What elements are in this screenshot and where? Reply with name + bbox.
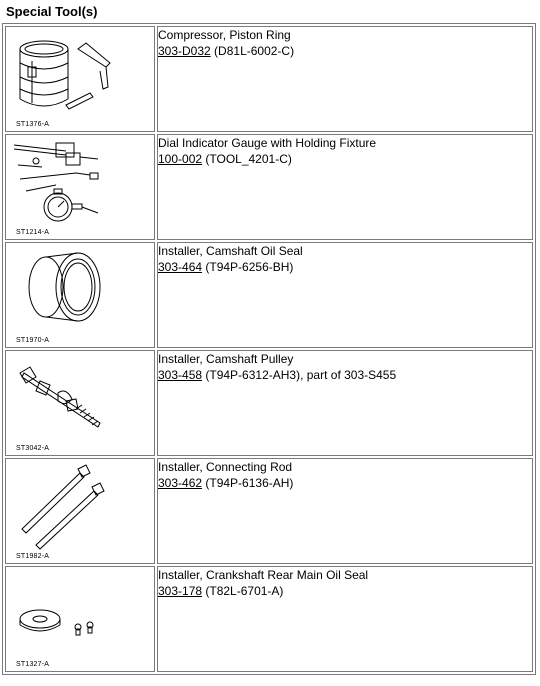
tool-description-cell: Installer, Connecting Rod 303-462 (T94P-… bbox=[157, 458, 533, 564]
tool-caption: ST1982-A bbox=[16, 553, 50, 560]
tool-illustration-cell: ST1327-A bbox=[5, 566, 155, 672]
tool-code-link[interactable]: 303-462 bbox=[158, 476, 203, 490]
tool-description-cell: Dial Indicator Gauge with Holding Fixtur… bbox=[157, 134, 533, 240]
tool-caption: ST3042-A bbox=[16, 445, 50, 452]
piston-ring-compressor-icon bbox=[19, 40, 111, 110]
table-row: ST1214-A Dial Indicator Gauge with Holdi… bbox=[5, 134, 533, 240]
page-title: Special Tool(s) bbox=[6, 4, 98, 19]
table-row: ST1982-A Installer, Connecting Rod 303-4… bbox=[5, 458, 533, 564]
table-row: ST1970-A Installer, Camshaft Oil Seal 30… bbox=[5, 242, 533, 348]
tool-name: Installer, Camshaft Oil Seal bbox=[158, 244, 303, 258]
tool-reference: (D81L-6002-C) bbox=[210, 44, 295, 58]
tool-illustration-cell: ST3042-A bbox=[5, 350, 155, 456]
tool-name: Dial Indicator Gauge with Holding Fixtur… bbox=[158, 136, 377, 150]
table-row: ST1327-A Installer, Crankshaft Rear Main… bbox=[5, 566, 533, 672]
tool-code-link[interactable]: 303-178 bbox=[158, 584, 203, 598]
tool-illustration-cell: ST1970-A bbox=[5, 242, 155, 348]
tool-part-number: 303-458 (T94P-6312-AH3), part of 303-S45… bbox=[158, 367, 532, 383]
special-tools-table: ST1376-A Compressor, Piston Ring 303-D03… bbox=[2, 23, 536, 675]
tool-part-number: 303-178 (T82L-6701-A) bbox=[158, 583, 532, 599]
tool-name: Installer, Camshaft Pulley bbox=[158, 352, 294, 366]
tool-description-cell: Compressor, Piston Ring 303-D032 (D81L-6… bbox=[157, 26, 533, 132]
tool-part-number: 303-D032 (D81L-6002-C) bbox=[158, 43, 532, 59]
connecting-rod-installer-icon bbox=[21, 464, 105, 550]
tool-description-cell: Installer, Crankshaft Rear Main Oil Seal… bbox=[157, 566, 533, 672]
tool-illustration-cell: ST1982-A bbox=[5, 458, 155, 564]
tool-code-link[interactable]: 303-D032 bbox=[158, 44, 211, 58]
table-row: ST3042-A Installer, Camshaft Pulley 303-… bbox=[5, 350, 533, 456]
pulley-installer-icon bbox=[19, 366, 101, 428]
tool-part-number: 303-462 (T94P-6136-AH) bbox=[158, 475, 532, 491]
tool-illustration-cell: ST1376-A bbox=[5, 26, 155, 132]
tool-name: Installer, Connecting Rod bbox=[158, 460, 293, 474]
tool-name: Installer, Crankshaft Rear Main Oil Seal bbox=[158, 568, 369, 582]
tool-caption: ST1970-A bbox=[16, 337, 50, 344]
tool-part-number: 100-002 (TOOL_4201-C) bbox=[158, 151, 532, 167]
tool-code-link[interactable]: 303-458 bbox=[158, 368, 203, 382]
tool-illustration-cell: ST1214-A bbox=[5, 134, 155, 240]
tool-reference: (T94P-6136-AH) bbox=[202, 476, 294, 490]
table-row: ST1376-A Compressor, Piston Ring 303-D03… bbox=[5, 26, 533, 132]
dial-indicator-icon bbox=[13, 142, 99, 222]
oil-seal-installer-icon bbox=[28, 252, 101, 322]
tool-caption: ST1214-A bbox=[16, 229, 50, 236]
tool-reference: (T94P-6256-BH) bbox=[202, 260, 294, 274]
tool-part-number: 303-464 (T94P-6256-BH) bbox=[158, 259, 532, 275]
tool-reference: (T82L-6701-A) bbox=[202, 584, 284, 598]
rear-seal-installer-icon bbox=[19, 609, 94, 636]
tool-code-link[interactable]: 303-464 bbox=[158, 260, 203, 274]
tool-code-link[interactable]: 100-002 bbox=[158, 152, 203, 166]
tool-description-cell: Installer, Camshaft Pulley 303-458 (T94P… bbox=[157, 350, 533, 456]
tool-caption: ST1327-A bbox=[16, 661, 50, 668]
tool-caption: ST1376-A bbox=[16, 121, 50, 128]
tool-description-cell: Installer, Camshaft Oil Seal 303-464 (T9… bbox=[157, 242, 533, 348]
tool-reference: (T94P-6312-AH3), part of 303-S455 bbox=[202, 368, 397, 382]
tool-reference: (TOOL_4201-C) bbox=[202, 152, 292, 166]
tool-name: Compressor, Piston Ring bbox=[158, 28, 291, 42]
